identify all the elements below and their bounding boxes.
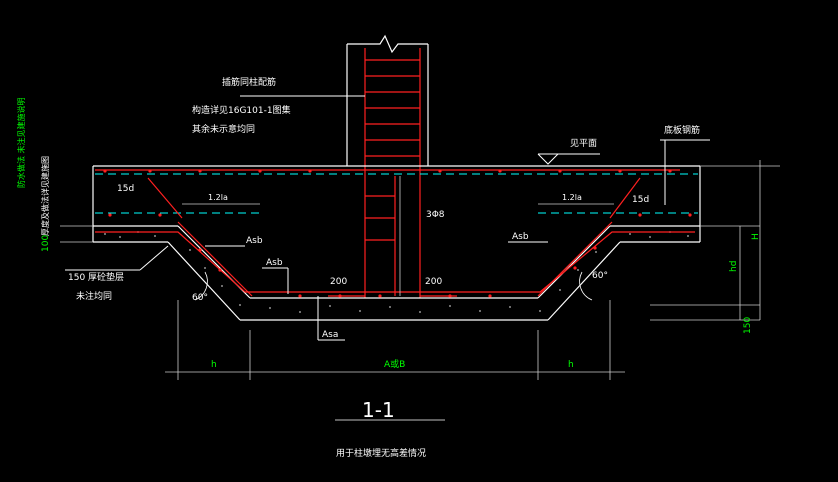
angle-arcs	[194, 271, 593, 301]
dim-200-left-label: 200	[330, 277, 347, 287]
dim-100-label: 100	[41, 235, 51, 252]
rest-note-label: 其余未示意均同	[192, 123, 255, 135]
dim-200-right-label: 200	[425, 277, 442, 287]
not-shown-label: 未注均同	[76, 290, 112, 302]
leader-lines	[65, 95, 710, 341]
side-note-1: 防水做法 未注见建施说明	[16, 97, 26, 188]
dim-H-label: H	[751, 233, 761, 240]
slab-rebar	[95, 169, 695, 297]
dim-h-right-label: h	[568, 360, 574, 370]
slab-outline	[92, 165, 701, 321]
angle-right-label: 60°	[592, 271, 608, 281]
top-surface-label: 见平面	[570, 138, 597, 149]
anchor-right-label: 1.2la	[562, 193, 582, 202]
column-rebar-label: 插筋同柱配筋	[222, 76, 276, 88]
detail-ref-label: 构造详见16G101-1图集	[192, 104, 291, 116]
hidden-lines	[95, 173, 698, 214]
angle-left-label: 60°	[192, 293, 208, 303]
rebar-dots	[103, 169, 692, 298]
asa-label: Asa	[322, 330, 338, 340]
asb-left-label: Asb	[246, 236, 263, 246]
asb-right-label: Asb	[512, 232, 529, 242]
dim-h-left-label: h	[211, 360, 217, 370]
column-rebar	[328, 48, 457, 298]
cushion-label: 150 厚砼垫层	[68, 271, 124, 283]
bend-left-label: 15d	[117, 184, 134, 194]
side-note-2: 厚度及做法详见建施图	[40, 156, 50, 236]
dimension-lines	[60, 160, 780, 421]
stirrup-label: 3Φ8	[426, 210, 445, 220]
bottom-rebar-label: 底板钢筋	[664, 124, 700, 136]
section-title: 1-1	[362, 398, 395, 422]
asb-mid-label: Asb	[266, 258, 283, 268]
top-surface-marker	[537, 153, 600, 165]
anchor-left-label: 1.2la	[208, 193, 228, 202]
column-outline	[346, 34, 429, 166]
section-caption: 用于柱墩埋无高差情况	[336, 447, 426, 459]
dim-hd-label: hd	[729, 261, 739, 272]
dim-150-label: 150	[743, 317, 753, 334]
dim-ab-label: A或B	[384, 358, 405, 370]
bend-right-label: 15d	[632, 195, 649, 205]
